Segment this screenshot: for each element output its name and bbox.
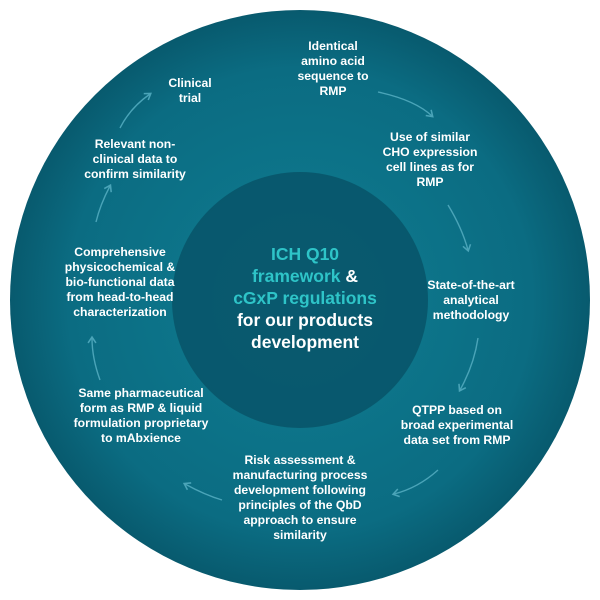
step-risk-assessment: Risk assessment & manufacturing process … [232, 453, 368, 542]
arrow-3 [458, 337, 479, 393]
step-amino-acid-sequence: Identical amino acid sequence to RMP [297, 39, 369, 98]
arrow-2 [447, 204, 472, 253]
step-formulation: Same pharmaceutical form as RMP & liquid… [73, 386, 209, 445]
center-line-ampersand: & [340, 266, 358, 286]
arrow-8 [119, 92, 152, 129]
center-line-cgxp: cGxP regulations [233, 288, 377, 308]
step-clinical-trial: Clinical trial [168, 76, 212, 105]
step-analytical-methodology: State-of-the-art analytical methodology [427, 278, 515, 322]
inner-circle [172, 172, 428, 428]
step-nonclinical-data: Relevant non- clinical data to confirm s… [84, 137, 186, 181]
arrow-4 [391, 469, 439, 498]
center-line-framework: framework [251, 266, 341, 286]
step-cho-expression: Use of similar CHO expression cell lines… [382, 130, 478, 189]
arrow-5 [182, 482, 223, 501]
center-line-ich-q10: ICH Q10 [270, 244, 340, 264]
arrow-1 [377, 91, 434, 118]
center-line-development: development [251, 332, 359, 352]
center-line-products: for our products [236, 310, 374, 330]
step-physicochemical-data: Comprehensive physicochemical & bio-func… [64, 245, 176, 319]
arrow-6 [87, 335, 101, 381]
center-text: ICH Q10 framework & cGxP regulations for… [195, 243, 415, 353]
step-qtpp: QTPP based on broad experimental data se… [400, 403, 514, 447]
arrow-7 [95, 183, 112, 223]
cycle-arrows [87, 91, 479, 501]
